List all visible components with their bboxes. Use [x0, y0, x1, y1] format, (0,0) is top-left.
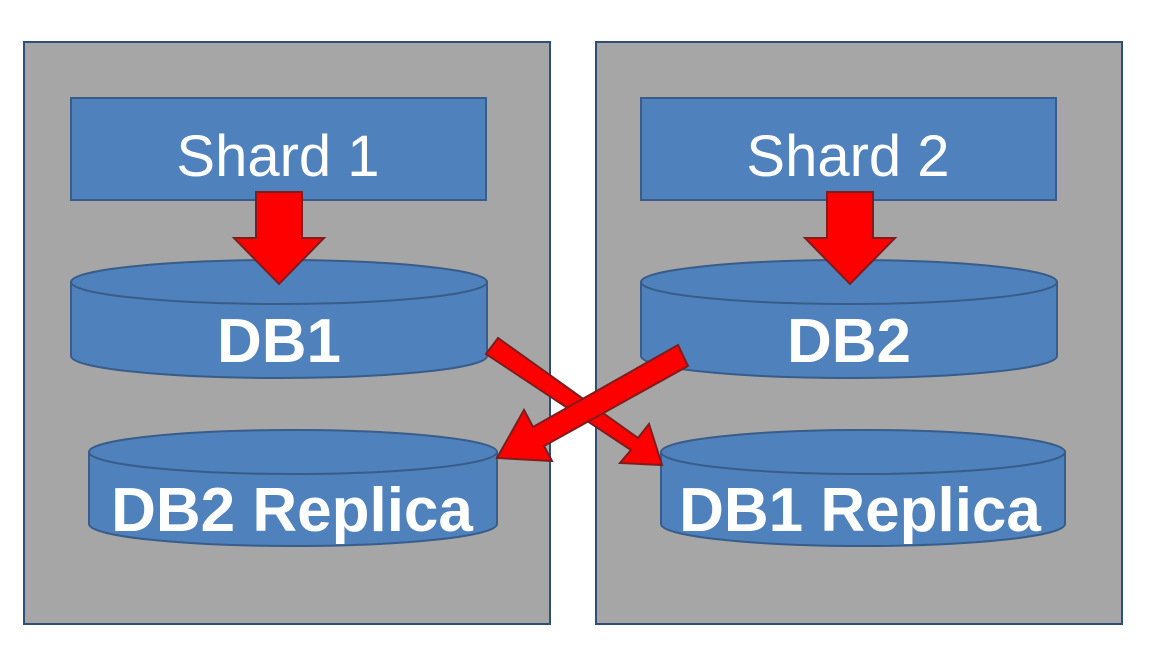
shard-2-box: Shard 2	[640, 97, 1057, 201]
shard-1-label: Shard 1	[176, 124, 379, 189]
db2-replica-label: DB2 Replica	[111, 476, 473, 545]
shard-1-box: Shard 1	[70, 97, 487, 201]
shard-2-to-db2-arrow	[802, 191, 898, 286]
shard-1-to-db1-arrow	[231, 191, 327, 286]
db1-to-db1-replica-arrow	[484, 336, 664, 467]
db1-replica-cylinder: DB1 Replica	[660, 429, 1066, 547]
shard-2-label: Shard 2	[746, 124, 949, 189]
db1-label: DB1	[217, 307, 341, 376]
db2-replica-cylinder: DB2 Replica	[88, 429, 498, 547]
db2-to-db2-replica-arrow	[495, 343, 690, 463]
db1-replica-label: DB1 Replica	[679, 476, 1041, 545]
db2-label: DB2	[787, 307, 911, 376]
